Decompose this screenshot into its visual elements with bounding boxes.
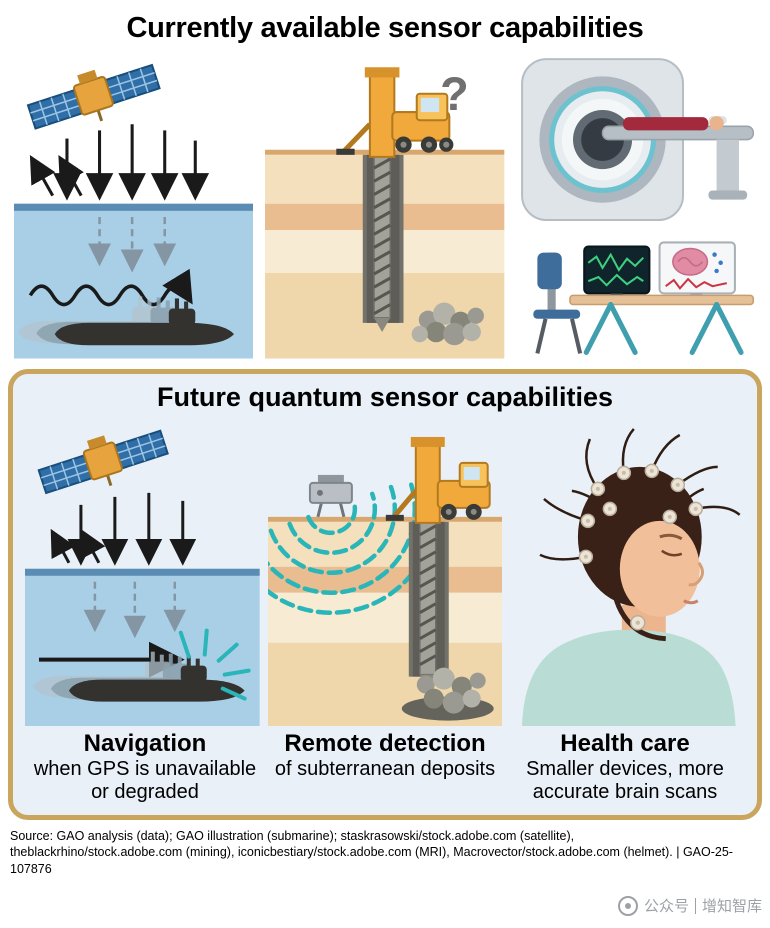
rock-pile-icon (416, 667, 486, 714)
source-note: Source: GAO analysis (data); GAO illustr… (10, 828, 733, 876)
satellite-icon (26, 63, 161, 130)
current-navigation-illustration (14, 63, 254, 359)
eeg-electrodes (578, 463, 704, 630)
acoustic-wave-arrow (28, 268, 193, 307)
watermark-name: 增知智库 (701, 898, 762, 915)
caption-health-care-body: Smaller devices, more accurate brain sca… (526, 757, 724, 804)
future-navigation-illustration (25, 429, 260, 727)
caption-remote-detection-heading: Remote detection (284, 730, 486, 758)
current-mri-illustration (520, 58, 754, 355)
drill-rig-icon (336, 67, 454, 158)
question-mark: ? (440, 68, 469, 120)
wechat-account-logo-icon (617, 895, 638, 916)
mri-scanner-icon (520, 58, 684, 222)
caption-health-care: Health care Smaller devices, more accura… (509, 730, 741, 805)
subsurface-signal-arrows (88, 216, 177, 273)
caption-navigation-heading: Navigation (83, 730, 207, 758)
waveform-monitor-icon (582, 245, 651, 299)
reflection-arrows (50, 528, 106, 564)
current-illustrations-row: ? (0, 45, 770, 359)
patient-table (601, 116, 754, 200)
gps-signal-arrows (67, 492, 197, 566)
watermark-label: 公众号 (643, 898, 689, 915)
future-illustrations-row (19, 415, 751, 727)
desk (568, 294, 754, 355)
auger-icon (418, 520, 437, 689)
caption-navigation: Navigation when GPS is unavailable or de… (29, 730, 261, 805)
face (620, 520, 701, 617)
drill-rig-icon (385, 436, 491, 524)
reflection-arrows (29, 154, 84, 197)
torso (522, 629, 737, 727)
caption-health-care-heading: Health care (560, 730, 690, 758)
satellite-icon (37, 429, 169, 494)
future-title: Future quantum sensor capabilities (156, 381, 614, 412)
gps-signal-arrows (53, 124, 210, 201)
rock-pile-icon (411, 302, 485, 346)
chair-icon (532, 252, 582, 354)
future-panel: Future quantum sensor capabilities (8, 368, 762, 820)
patient-head (709, 116, 724, 131)
future-healthcare-illustration (522, 427, 741, 727)
brain-scan-monitor-icon (658, 241, 736, 299)
auger-icon (373, 154, 392, 333)
caption-navigation-body: when GPS is unavailable or degraded (33, 757, 257, 804)
quantum-sensor-icon (308, 474, 353, 517)
watermark-divider (694, 897, 696, 914)
watermark: 公众号 增知智库 (617, 895, 762, 916)
caption-remote-detection-body: of subterranean deposits (274, 757, 496, 780)
subsurface-signal-arrows (83, 581, 187, 638)
current-drilling-illustration: ? (265, 67, 505, 359)
future-remote-detection-illustration (267, 436, 503, 727)
quantum-ping-burst-icon (178, 628, 251, 701)
future-captions-row: Navigation when GPS is unavailable or de… (19, 726, 751, 807)
ocean (25, 568, 260, 727)
caption-remote-detection: Remote detection of subterranean deposit… (269, 730, 501, 805)
current-title: Currently available sensor capabilities (126, 12, 644, 44)
face-features (659, 533, 705, 604)
